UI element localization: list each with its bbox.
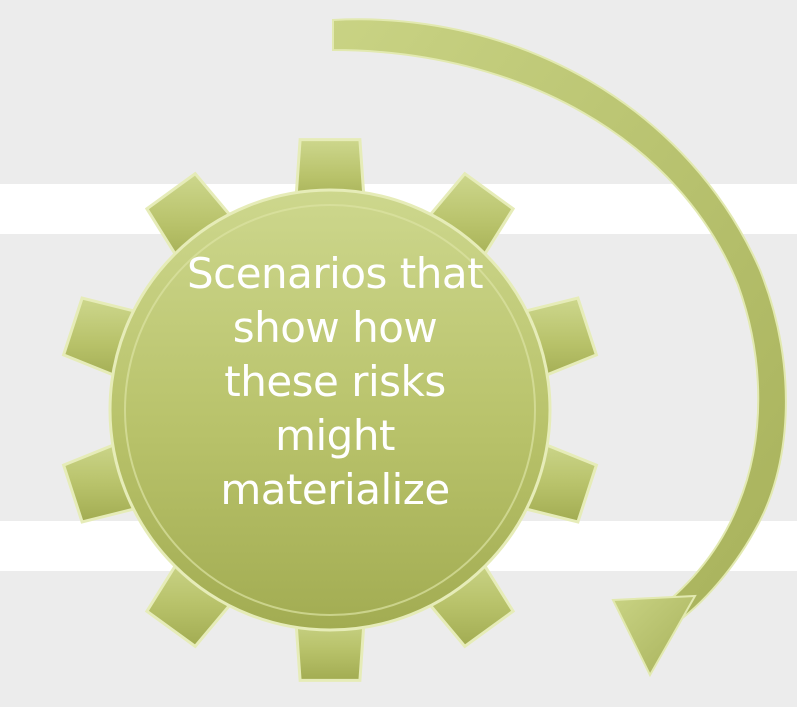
gear-inner-rim <box>124 204 536 616</box>
gear-icon <box>61 138 599 682</box>
gear-body <box>108 188 552 632</box>
gear-label-line: might <box>275 411 395 460</box>
circular-arrow-icon <box>332 18 787 678</box>
gear-label-line: Scenarios that <box>186 249 484 298</box>
gear-label-line: materialize <box>220 465 450 514</box>
gear-label: Scenarios that show how these risks migh… <box>150 247 520 517</box>
gear-label-line: show how <box>232 303 438 352</box>
gear-label-line: these risks <box>224 357 446 406</box>
